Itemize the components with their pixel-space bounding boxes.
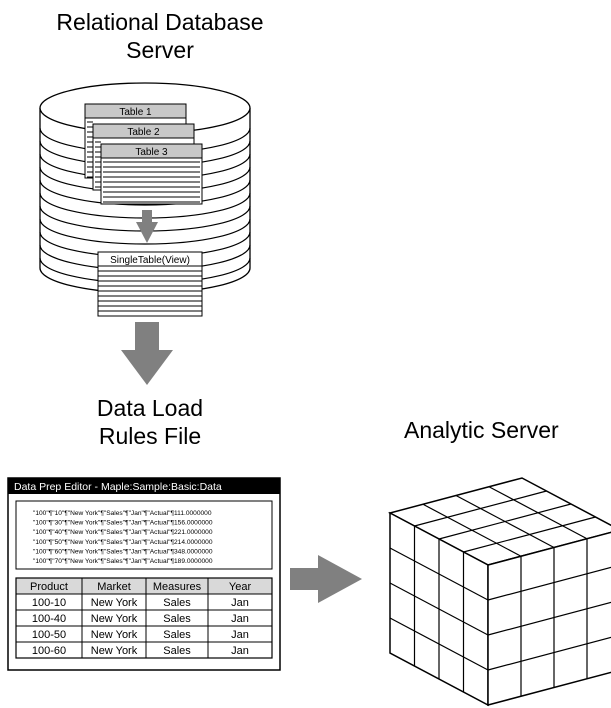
- editor-window-title: Data Prep Editor - Maple:Sample:Basic:Da…: [14, 481, 222, 493]
- table-cell: New York: [91, 629, 138, 641]
- table-3-label: Table 3: [135, 147, 168, 158]
- db-title: Relational Database Server: [0, 8, 320, 64]
- table-cell: Jan: [231, 645, 249, 657]
- table-cell: 100-60: [32, 645, 66, 657]
- rules-title: Data Load Rules File: [0, 394, 300, 450]
- table-cell: 100-10: [32, 597, 66, 609]
- view-label: SingleTable(View): [110, 255, 190, 266]
- cube-grid-line: [487, 601, 611, 636]
- analytic-cube: [387, 477, 611, 707]
- right-arrow: [290, 555, 362, 603]
- table-cell: Jan: [231, 629, 249, 641]
- column-header: Year: [229, 581, 252, 593]
- table-cell: 100-40: [32, 613, 66, 625]
- table-cell: 100-50: [32, 629, 66, 641]
- down-arrow: [121, 322, 173, 385]
- cube-title: Analytic Server: [404, 417, 559, 443]
- record-line: "100"¶"70"¶"New York"¶"Sales"¶"Jan"¶"Act…: [33, 558, 213, 565]
- table-cell: Jan: [231, 597, 249, 609]
- cube-grid-line: [414, 490, 547, 527]
- table-border: [15, 577, 273, 659]
- column-header: Product: [30, 581, 68, 593]
- db-title-line2: Server: [126, 37, 194, 63]
- disk-line: [39, 179, 251, 206]
- cube-grid-line: [487, 636, 611, 671]
- cube-grid-line: [389, 582, 489, 636]
- table-2-label: Table 2: [127, 127, 160, 138]
- record-line: "100"¶"40"¶"New York"¶"Sales"¶"Jan"¶"Act…: [33, 529, 213, 536]
- inner-arrow: [136, 210, 158, 243]
- rules-title-line1: Data Load: [96, 395, 204, 421]
- record-line: "100"¶"10"¶"New York"¶"Sales"¶"Jan"¶"Act…: [33, 510, 212, 517]
- disk-line: [39, 218, 251, 245]
- table-cell: New York: [91, 613, 138, 625]
- record-line: "100"¶"50"¶"New York"¶"Sales"¶"Jan"¶"Act…: [33, 539, 213, 546]
- column-header: Market: [97, 581, 131, 593]
- data-prep-editor-window: Data Prep Editor - Maple:Sample:Basic:Da…: [7, 477, 281, 671]
- table-cell: Sales: [163, 629, 191, 641]
- table-cell: Sales: [163, 613, 191, 625]
- record-line: "100"¶"60"¶"New York"¶"Sales"¶"Jan"¶"Act…: [33, 548, 213, 555]
- cube-grid-line: [455, 494, 555, 549]
- rules-title-line2: Rules File: [98, 423, 202, 449]
- single-table-view: SingleTable(View): [97, 251, 203, 317]
- table-3: Table 3: [100, 143, 203, 205]
- record-line: "100"¶"30"¶"New York"¶"Sales"¶"Jan"¶"Act…: [33, 520, 213, 527]
- table-cell: New York: [91, 645, 138, 657]
- cube-grid-line: [488, 486, 588, 540]
- table-cell: Sales: [163, 597, 191, 609]
- cube-grid-line: [389, 617, 489, 671]
- db-title-line1: Relational Database: [56, 9, 264, 35]
- table-cell: New York: [91, 597, 138, 609]
- column-header: Measures: [153, 581, 202, 593]
- table-1-label: Table 1: [119, 107, 152, 118]
- table-cell: Jan: [231, 613, 249, 625]
- table-cell: Sales: [163, 645, 191, 657]
